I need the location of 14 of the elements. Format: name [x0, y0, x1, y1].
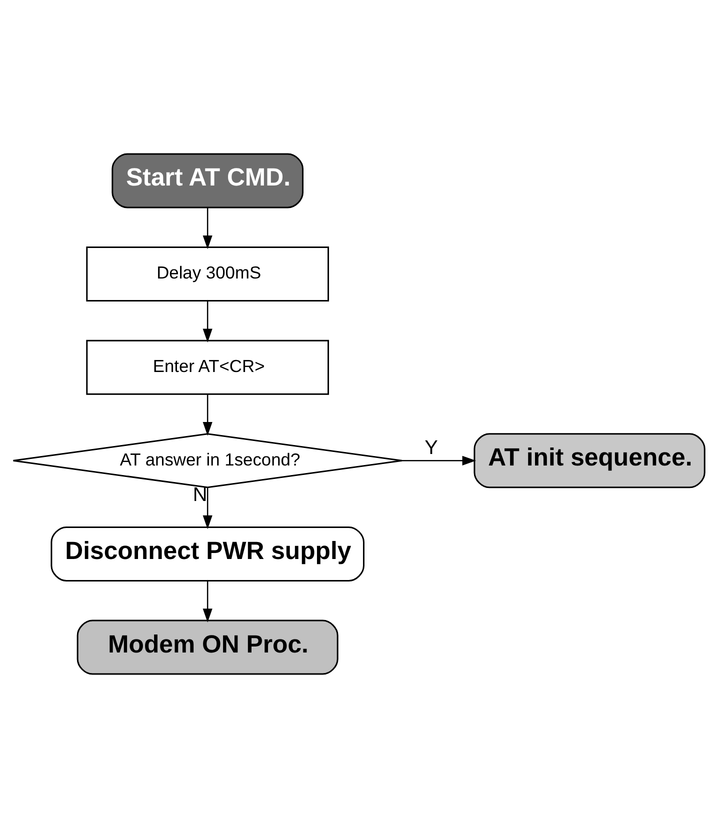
node-box: Start AT CMD.	[112, 153, 304, 208]
node-box: Disconnect PWR supply	[50, 526, 364, 582]
node-box: Delay 300mS	[86, 246, 330, 302]
node-box: Modem ON Proc.	[76, 620, 338, 675]
edge-label: Y	[424, 437, 438, 460]
node-box: AT init sequence.	[474, 433, 706, 488]
arrow	[402, 456, 476, 466]
node-diamond: AT answer in 1second?	[12, 433, 403, 488]
arrow	[202, 580, 212, 622]
node-box: Enter AT<CR>	[86, 340, 330, 395]
arrow	[202, 394, 212, 436]
arrow	[202, 301, 212, 342]
arrow	[202, 208, 212, 250]
arrow	[202, 488, 212, 530]
